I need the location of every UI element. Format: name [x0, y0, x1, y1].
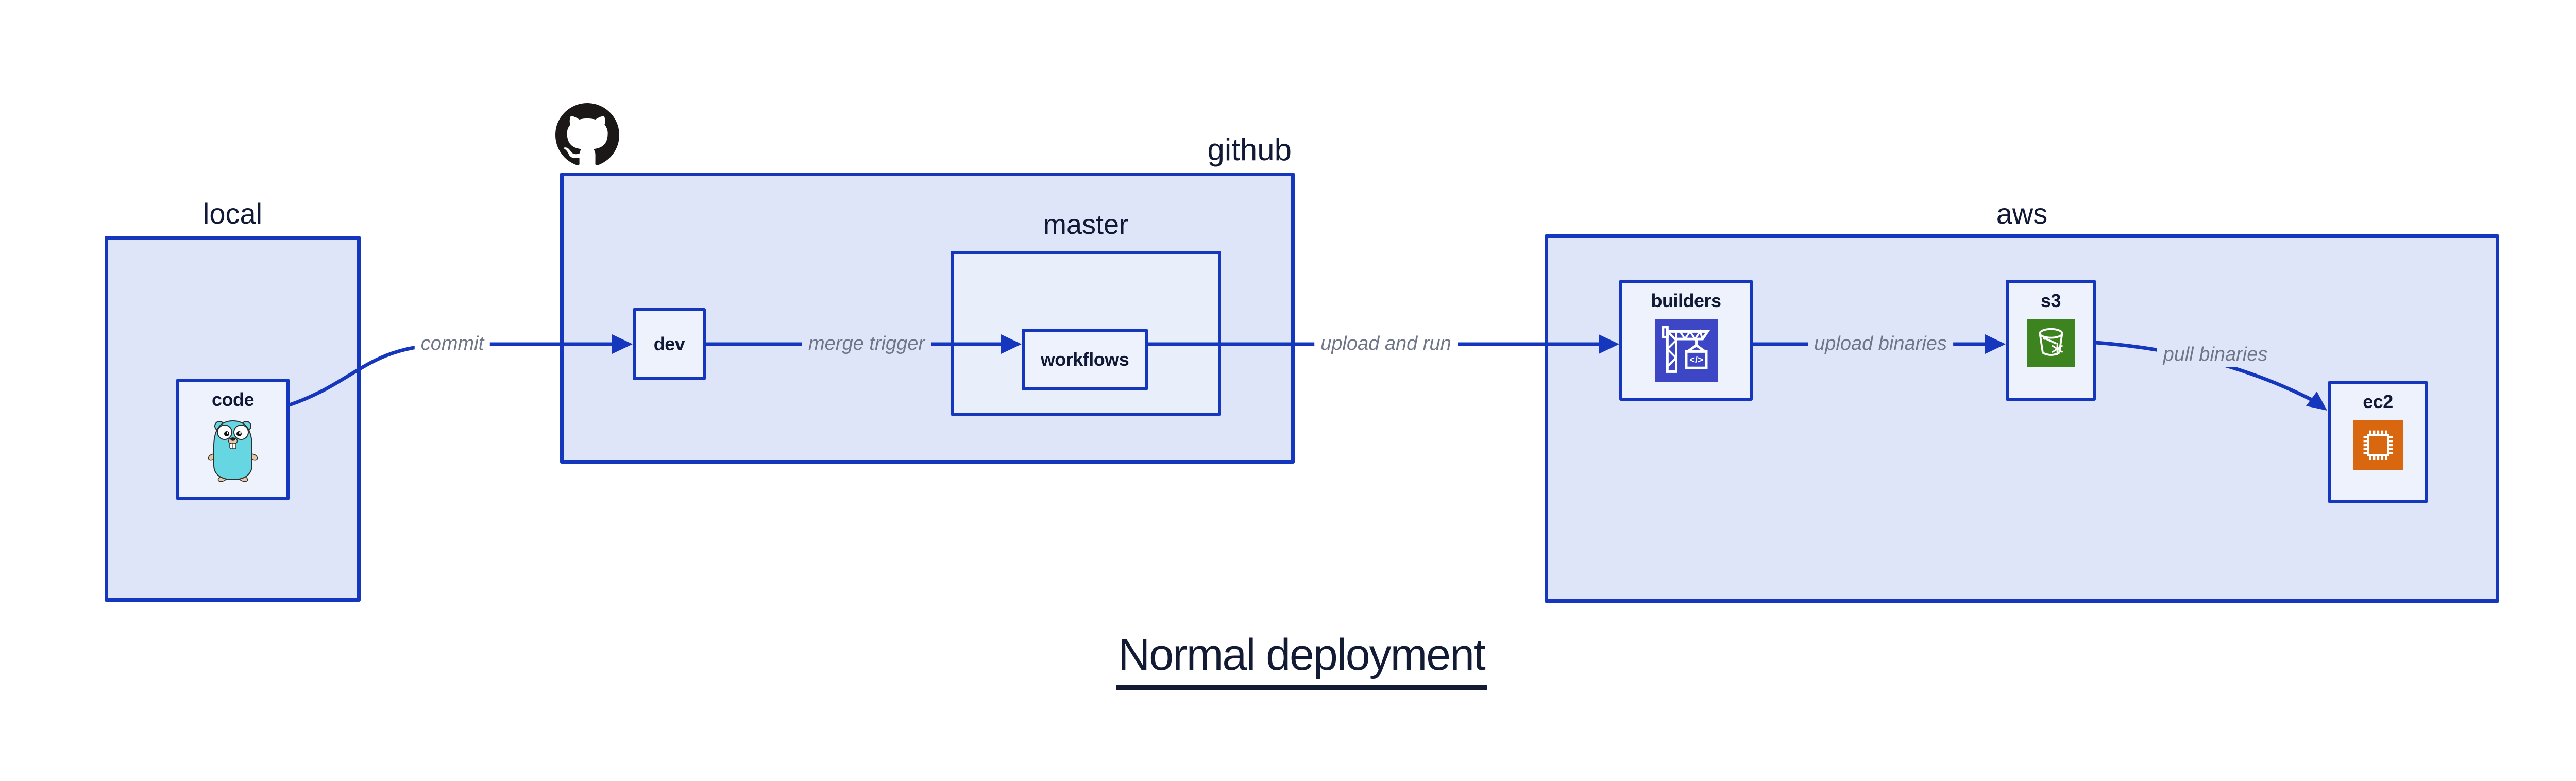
- go-gopher-icon: [207, 418, 259, 484]
- node-dev: dev: [633, 308, 706, 380]
- node-dev-label: dev: [653, 333, 685, 354]
- edge-label-merge-trigger: merge trigger: [802, 332, 931, 356]
- node-workflows-label: workflows: [1040, 349, 1129, 370]
- node-workflows: workflows: [1022, 329, 1148, 390]
- node-ec2: ec2: [2328, 381, 2428, 503]
- node-ec2-label: ec2: [2363, 391, 2393, 412]
- group-label-github: github: [1207, 132, 1292, 167]
- edge-label-pull-binaries: pull binaries: [2157, 343, 2274, 367]
- group-label-master: master: [1043, 209, 1129, 240]
- node-builders-label: builders: [1651, 290, 1721, 311]
- group-label-aws: aws: [1996, 197, 2048, 230]
- node-code: code: [176, 379, 290, 500]
- group-label-local: local: [202, 197, 263, 230]
- codebuild-crane-icon: </>: [1654, 319, 1718, 384]
- node-code-label: code: [211, 389, 255, 410]
- s3-glacier-bucket-icon: [2026, 319, 2075, 370]
- edge-label-upload-binaries: upload binaries: [1808, 332, 1953, 356]
- node-s3-label: s3: [2040, 290, 2061, 311]
- edge-label-upload-and-run: upload and run: [1314, 332, 1458, 356]
- node-s3: s3: [2006, 280, 2096, 401]
- github-octocat-icon: [555, 103, 619, 167]
- codebuild-code-glyph: </>: [1689, 354, 1703, 365]
- node-builders: builders </>: [1619, 280, 1753, 401]
- ec2-chip-icon: [2352, 420, 2403, 473]
- edge-label-commit: commit: [414, 332, 490, 356]
- diagram-title: Normal deployment: [1116, 630, 1487, 690]
